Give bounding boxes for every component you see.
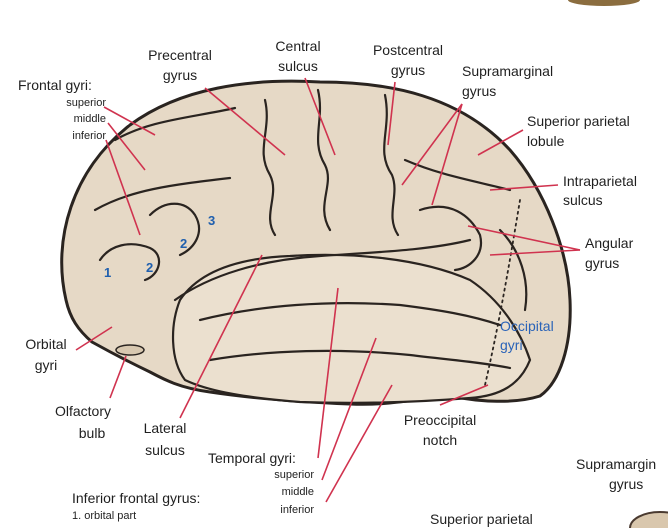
- leader-angular-2: [489, 249, 581, 256]
- label-orbital-line1: Orbital: [25, 336, 67, 352]
- label-occipital-line2: gyri: [500, 337, 523, 353]
- label-frontal-inferior: inferior: [72, 130, 106, 142]
- label-occipital-line1: Occipital: [500, 318, 554, 334]
- leader-superior-frontal: [103, 106, 156, 136]
- label-orbital-line2: gyri: [34, 357, 58, 373]
- number-opercular-part: 3: [208, 213, 216, 228]
- label-right-supramarginal: Supramargin: [576, 456, 657, 472]
- leader-temporal-middle: [321, 337, 377, 481]
- label-central-line1: Central: [275, 38, 321, 54]
- label-frontal-gyri: Frontal gyri:: [18, 77, 92, 93]
- central-sulcus-line: [316, 88, 332, 232]
- label-superior-parietal-line2: lobule: [527, 133, 565, 149]
- leader-lateral: [179, 254, 263, 419]
- label-lateral-line1: Lateral: [143, 420, 187, 436]
- leader-intraparietal: [489, 184, 559, 191]
- label-angular-line2: gyrus: [585, 255, 620, 271]
- leader-precentral: [204, 87, 286, 156]
- leader-superior-parietal: [477, 129, 524, 156]
- label-central-line2: sulcus: [278, 58, 318, 74]
- label-orbital-part: 1. orbital part: [72, 510, 137, 522]
- superior-frontal-sulcus-line: [113, 106, 237, 142]
- label-angular-line1: Angular: [585, 235, 634, 251]
- preoccipital-dotted-line: [484, 199, 521, 386]
- frontal-gyral-fold-2: [148, 202, 201, 257]
- label-temporal-superior: superior: [274, 469, 314, 481]
- leader-angular-1: [467, 225, 581, 251]
- label-preoccipital-line2: notch: [422, 432, 458, 448]
- label-precentral-line1: Precentral: [148, 47, 212, 63]
- superior-temporal-sulcus-line: [198, 302, 502, 327]
- parietal-gyral-fold: [418, 205, 483, 272]
- label-supramarginal-line1: Supramarginal: [462, 63, 554, 79]
- leader-temporal-superior: [317, 287, 339, 459]
- leader-central: [304, 77, 336, 156]
- label-temporal-inferior: inferior: [280, 504, 314, 516]
- label-frontal-middle: middle: [73, 113, 106, 125]
- number-orbital-part: 1: [104, 265, 112, 280]
- label-olfactory-line2: bulb: [78, 425, 106, 441]
- leader-middle-frontal: [107, 122, 146, 171]
- temporal-lobe: [172, 253, 532, 404]
- leader-orbital: [75, 326, 113, 351]
- inferior-temporal-sulcus-line: [208, 349, 512, 370]
- label-supramarginal-line2: gyrus: [462, 83, 497, 99]
- label-temporal-gyri: Temporal gyri:: [208, 450, 296, 466]
- leader-temporal-inferior: [325, 384, 393, 503]
- label-postcentral-line2: gyrus: [390, 62, 426, 78]
- adjacent-figure-fragment-top: [568, 0, 640, 6]
- leader-postcentral: [387, 81, 396, 146]
- label-superior-parietal-line1: Superior parietal: [527, 113, 630, 129]
- adjacent-figure-fragment-bottom: [629, 511, 668, 528]
- label-intraparietal-line2: sulcus: [563, 192, 603, 208]
- frontal-gyral-fold-1: [98, 243, 161, 282]
- label-postcentral-line1: Postcentral: [372, 42, 444, 58]
- leader-inferior-frontal: [105, 139, 141, 236]
- label-precentral-line2: gyrus: [162, 67, 198, 83]
- number-triangular-part-b: 2: [180, 236, 188, 251]
- label-inferior-frontal-gyrus: Inferior frontal gyrus:: [72, 490, 201, 506]
- label-right-gyrus: gyrus: [609, 476, 644, 492]
- leader-olfactory: [109, 355, 127, 399]
- label-temporal-middle: middle: [281, 486, 314, 498]
- intraparietal-sulcus-line: [403, 158, 512, 192]
- label-preoccipital-line1: Preoccipital: [403, 412, 477, 428]
- leader-supramarginal-2: [431, 103, 463, 206]
- label-intraparietal-line1: Intraparietal: [563, 173, 637, 189]
- leader-preoccipital: [439, 384, 489, 406]
- label-olfactory-line1: Olfactory: [54, 403, 111, 419]
- olfactory-bulb-shape: [115, 344, 145, 356]
- label-frontal-superior: superior: [66, 97, 106, 109]
- occipital-gyral-fold: [498, 228, 528, 312]
- label-lateral-line2: sulcus: [145, 442, 185, 458]
- leader-supramarginal-1: [401, 103, 463, 186]
- postcentral-sulcus-line: [383, 93, 400, 237]
- precentral-sulcus-line: [262, 98, 277, 237]
- lateral-sulcus-line: [173, 238, 472, 302]
- inferior-frontal-sulcus-line: [93, 176, 232, 212]
- number-triangular-part-a: 2: [146, 260, 154, 275]
- label-bottom-superior-parietal: Superior parietal: [430, 511, 533, 527]
